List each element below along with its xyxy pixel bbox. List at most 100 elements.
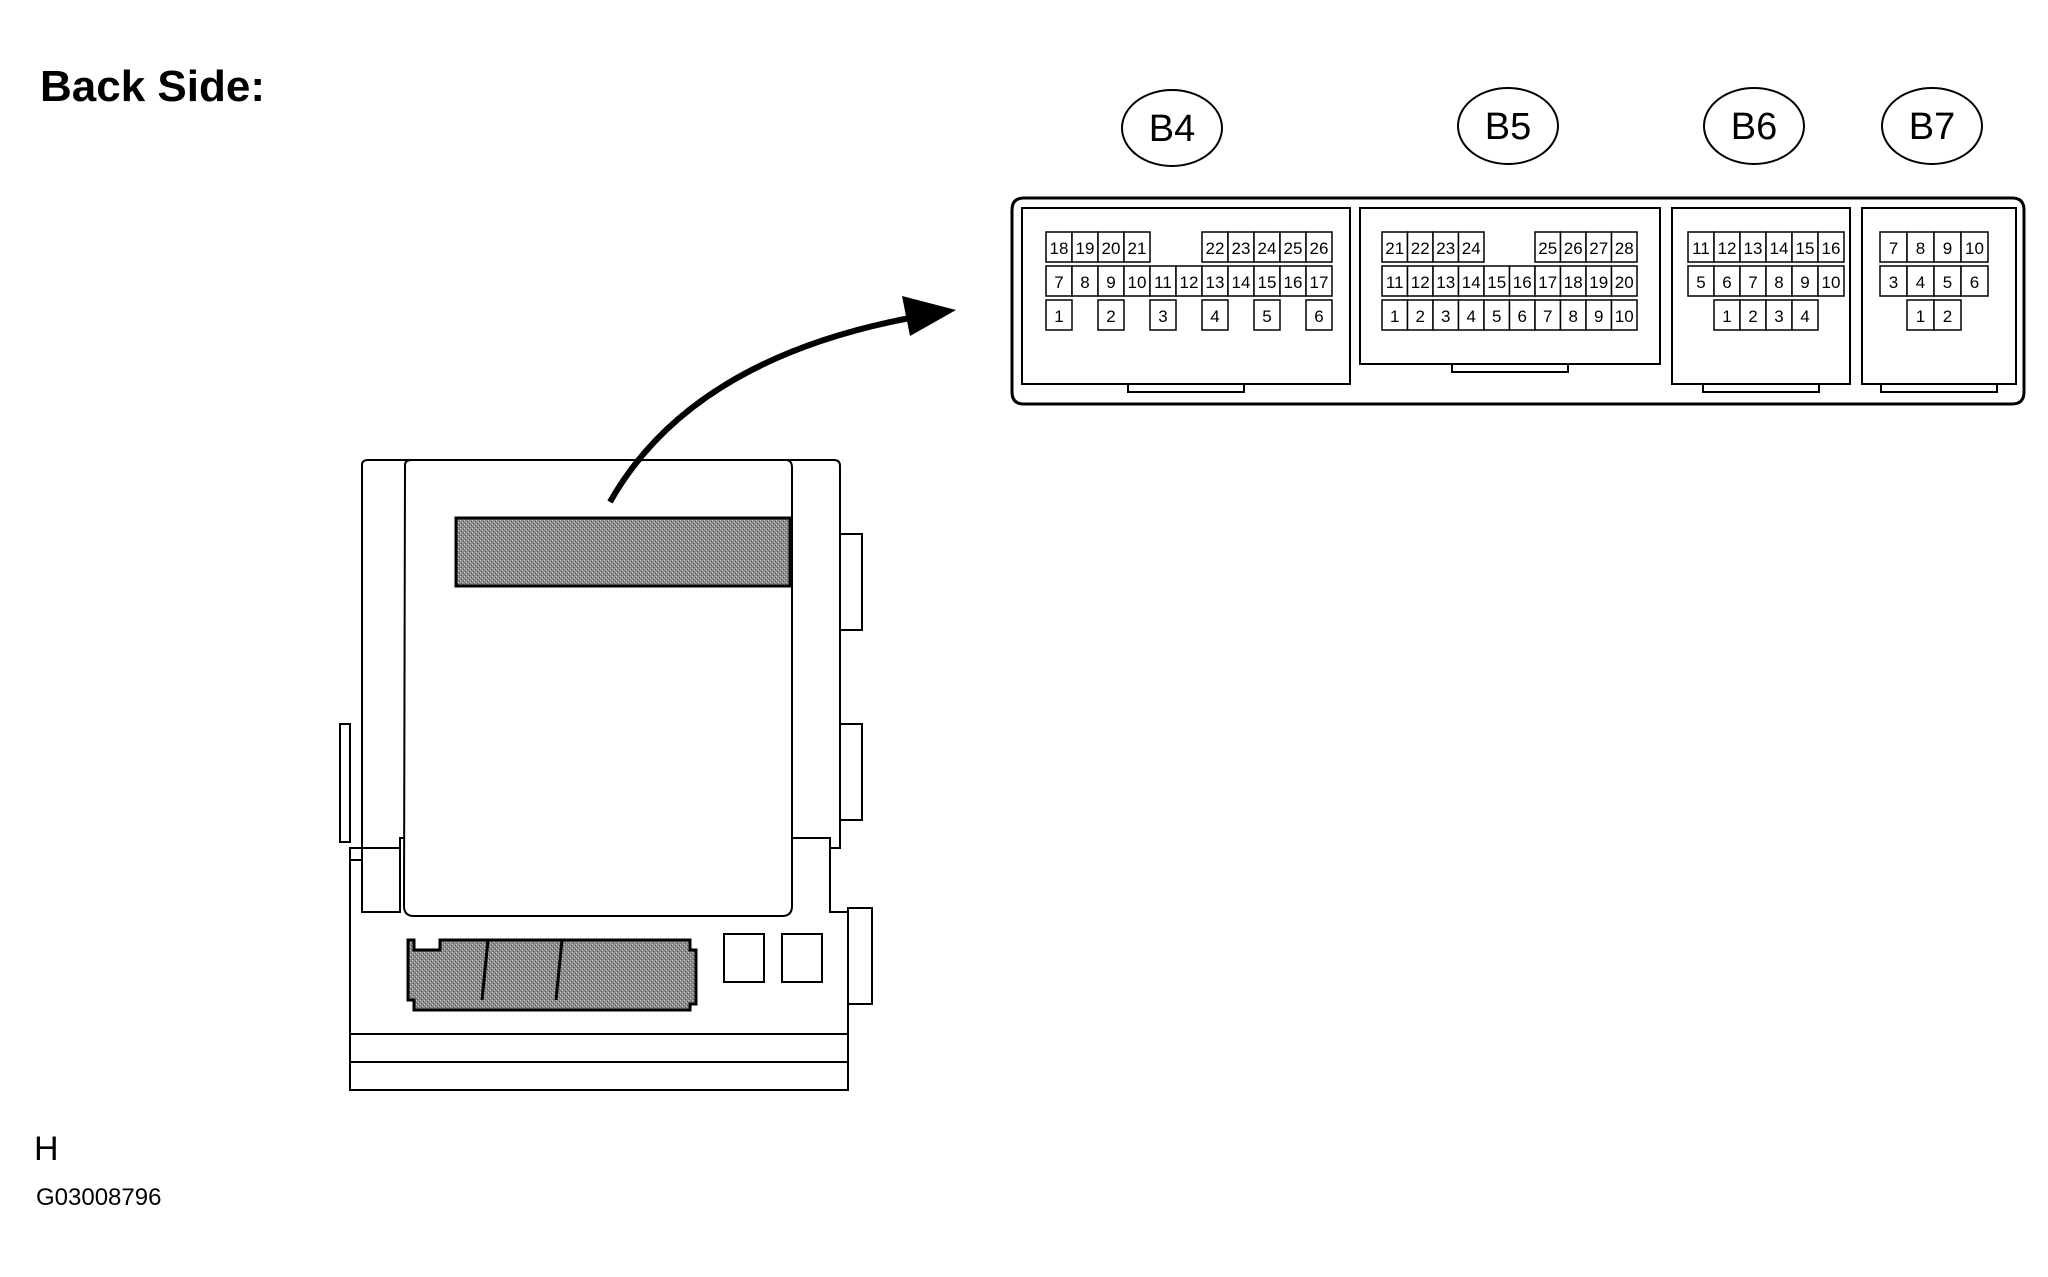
connector-location-highlight [454,516,792,588]
pin-cell [1201,265,1229,297]
pin-number: 1 [1054,307,1063,326]
lower-connector-block [406,933,823,1012]
pin-cell [1559,231,1587,263]
pin-number: 6 [1314,307,1323,326]
pin-cell [1483,299,1511,331]
pin-number: 19 [1076,239,1095,258]
pin-number: 22 [1411,239,1430,258]
connector-label: B5 [1485,106,1531,148]
pin-number: 1 [1916,307,1925,326]
pin-cell [1123,265,1151,297]
pin-cell [1432,299,1460,331]
connector-label-oval [1121,89,1223,167]
pin-number: 2 [1943,307,1952,326]
pin-number: 10 [1128,273,1147,292]
pin-number: 22 [1206,239,1225,258]
pin-cell [1559,299,1587,331]
pin-cell [1045,299,1073,331]
pin-cell [1071,265,1099,297]
connector-latch [1880,384,1998,393]
pin-number: 18 [1050,239,1069,258]
pin-number: 12 [1411,273,1430,292]
pin-cell [1817,265,1845,297]
pin-cell [1933,299,1962,331]
pin-number: 21 [1385,239,1404,258]
pin-number: 4 [1800,307,1809,326]
pin-cell [1406,299,1434,331]
pin-number: 14 [1462,273,1481,292]
pin-cell [1960,231,1989,263]
pin-number: 2 [1748,307,1757,326]
pin-number: 23 [1436,239,1455,258]
pin-cell [1906,299,1935,331]
pin-number: 1 [1722,307,1731,326]
pin-number: 20 [1615,273,1634,292]
pin-number: 12 [1180,273,1199,292]
pin-number: 4 [1210,307,1219,326]
pin-number: 13 [1206,273,1225,292]
pin-number: 28 [1615,239,1634,258]
pin-number: 7 [1054,273,1063,292]
pin-number: 7 [1543,307,1552,326]
pin-cell [1906,265,1935,297]
pin-number: 7 [1748,273,1757,292]
pin-number: 17 [1538,273,1557,292]
pin-cell [1508,265,1536,297]
pin-cell [1791,299,1819,331]
pin-number: 15 [1258,273,1277,292]
pin-number: 8 [1080,273,1089,292]
pin-cell [1149,299,1177,331]
pin-cell [1791,231,1819,263]
pin-cell [1960,265,1989,297]
pin-number: 7 [1889,239,1898,258]
pin-number: 24 [1462,239,1481,258]
pin-cell [1879,231,1908,263]
pin-number: 4 [1467,307,1476,326]
pin-cell [1687,265,1715,297]
pin-cell [1457,299,1485,331]
pin-number: 11 [1692,239,1710,258]
pin-number: 11 [1154,273,1172,292]
pin-cell [1279,265,1307,297]
pin-number: 16 [1513,273,1532,292]
pin-cell [1381,299,1409,331]
pin-number: 20 [1102,239,1121,258]
pin-cell [1045,231,1073,263]
connector-label-oval [1881,87,1983,165]
pin-number: 24 [1258,239,1277,258]
pin-cell [1457,265,1485,297]
pin-number: 9 [1943,239,1952,258]
pin-number: 16 [1284,273,1303,292]
pin-number: 6 [1518,307,1527,326]
pin-cell [1585,299,1613,331]
pin-number: 27 [1589,239,1608,258]
pin-cell [1610,299,1638,331]
pin-number: 25 [1284,239,1303,258]
pin-cell [1739,231,1767,263]
pin-number: 4 [1916,273,1925,292]
page-title: Back Side: [40,62,265,111]
pin-number: 14 [1770,239,1789,258]
pin-cell [1279,231,1307,263]
pin-number: 5 [1943,273,1952,292]
pin-cell [1406,265,1434,297]
pin-cell [1227,231,1255,263]
pin-number: 8 [1916,239,1925,258]
connector-latch [1702,384,1820,393]
figure-code: G03008796 [36,1184,162,1211]
pin-cell [1432,231,1460,263]
pin-cell [1534,299,1562,331]
pin-number: 10 [1822,273,1841,292]
pin-number: 12 [1718,239,1737,258]
pin-cell [1610,231,1638,263]
pin-cell [1739,265,1767,297]
pin-cell [1123,231,1151,263]
pin-cell [1879,265,1908,297]
pin-cell [1687,231,1715,263]
pin-cell [1305,231,1333,263]
pin-cell [1739,299,1767,331]
